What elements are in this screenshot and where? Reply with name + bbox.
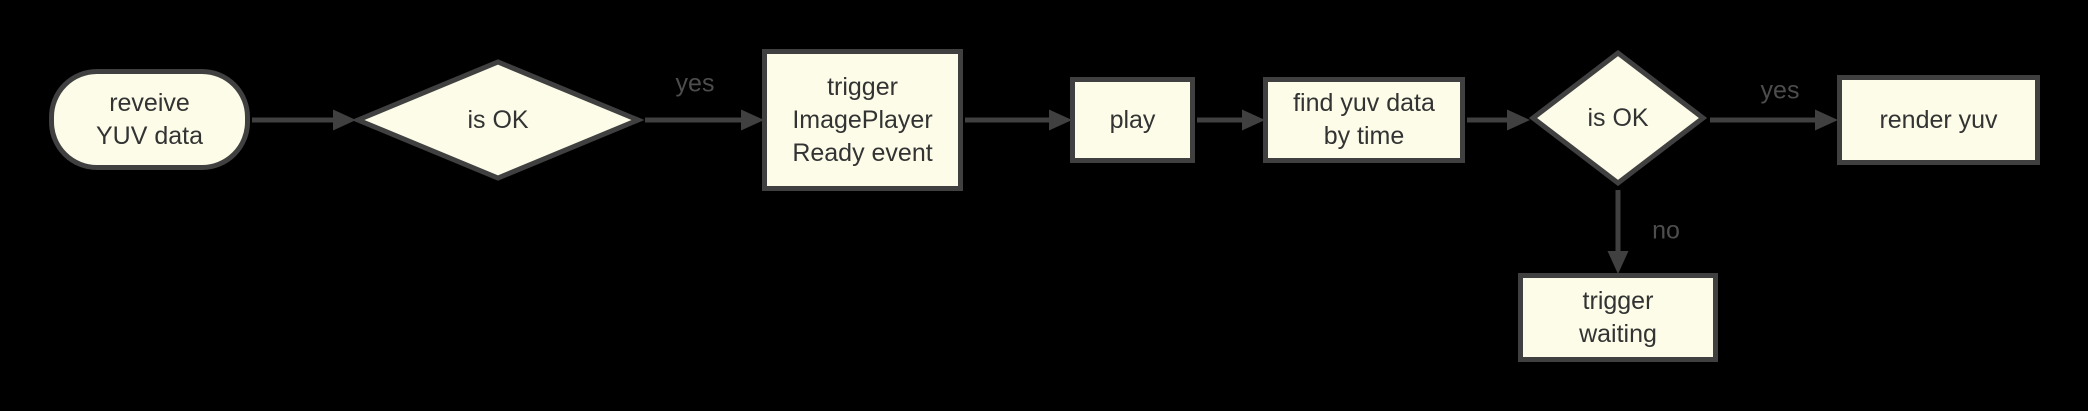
edge-label-no-1: no	[1652, 216, 1680, 245]
edge-label-yes-2: yes	[1760, 76, 1800, 105]
arrowhead-icon	[741, 109, 764, 131]
edge-receive-to-isok1	[252, 109, 356, 131]
node-receive-yuv-data: reveive YUV data	[49, 69, 250, 170]
node-label: trigger waiting	[1579, 286, 1657, 348]
arrowhead-icon	[1507, 109, 1530, 131]
edge-find-yuv-to-isok2	[1467, 109, 1530, 131]
edge-isok2-to-render-yuv	[1710, 109, 1838, 131]
node-is-ok-2: is OK	[1528, 48, 1708, 188]
arrowhead-icon	[1815, 109, 1838, 131]
edge-isok1-to-trigger-ready	[645, 109, 764, 131]
node-label: find yuv data by time	[1293, 89, 1435, 150]
arrowhead-icon	[1049, 109, 1072, 131]
arrowhead-icon	[1242, 109, 1265, 131]
edge-label-yes-1: yes	[675, 69, 715, 98]
arrowhead-icon	[333, 109, 356, 131]
node-trigger-imageplayer-ready-event: trigger ImagePlayer Ready event	[762, 49, 963, 191]
node-label: reveive YUV data	[95, 88, 203, 150]
node-trigger-waiting: trigger waiting	[1518, 273, 1718, 362]
arrowhead-icon	[1607, 251, 1629, 274]
diamond-shape	[351, 59, 645, 181]
node-is-ok-1: is OK	[351, 57, 645, 183]
edge-trigger-ready-to-play	[965, 109, 1072, 131]
node-play: play	[1070, 77, 1195, 163]
node-render-yuv: render yuv	[1837, 75, 2040, 165]
node-label: is OK	[467, 105, 529, 134]
node-label: render yuv	[1879, 105, 1998, 134]
edge-isok2-to-trigger-waiting	[1607, 190, 1629, 274]
node-label: is OK	[1587, 103, 1649, 132]
diamond-shape	[1528, 49, 1708, 187]
node-label: play	[1109, 105, 1156, 134]
node-label: trigger ImagePlayer Ready event	[792, 72, 933, 167]
node-find-yuv-data-by-time: find yuv data by time	[1263, 77, 1465, 163]
edge-play-to-find-yuv	[1197, 109, 1265, 131]
